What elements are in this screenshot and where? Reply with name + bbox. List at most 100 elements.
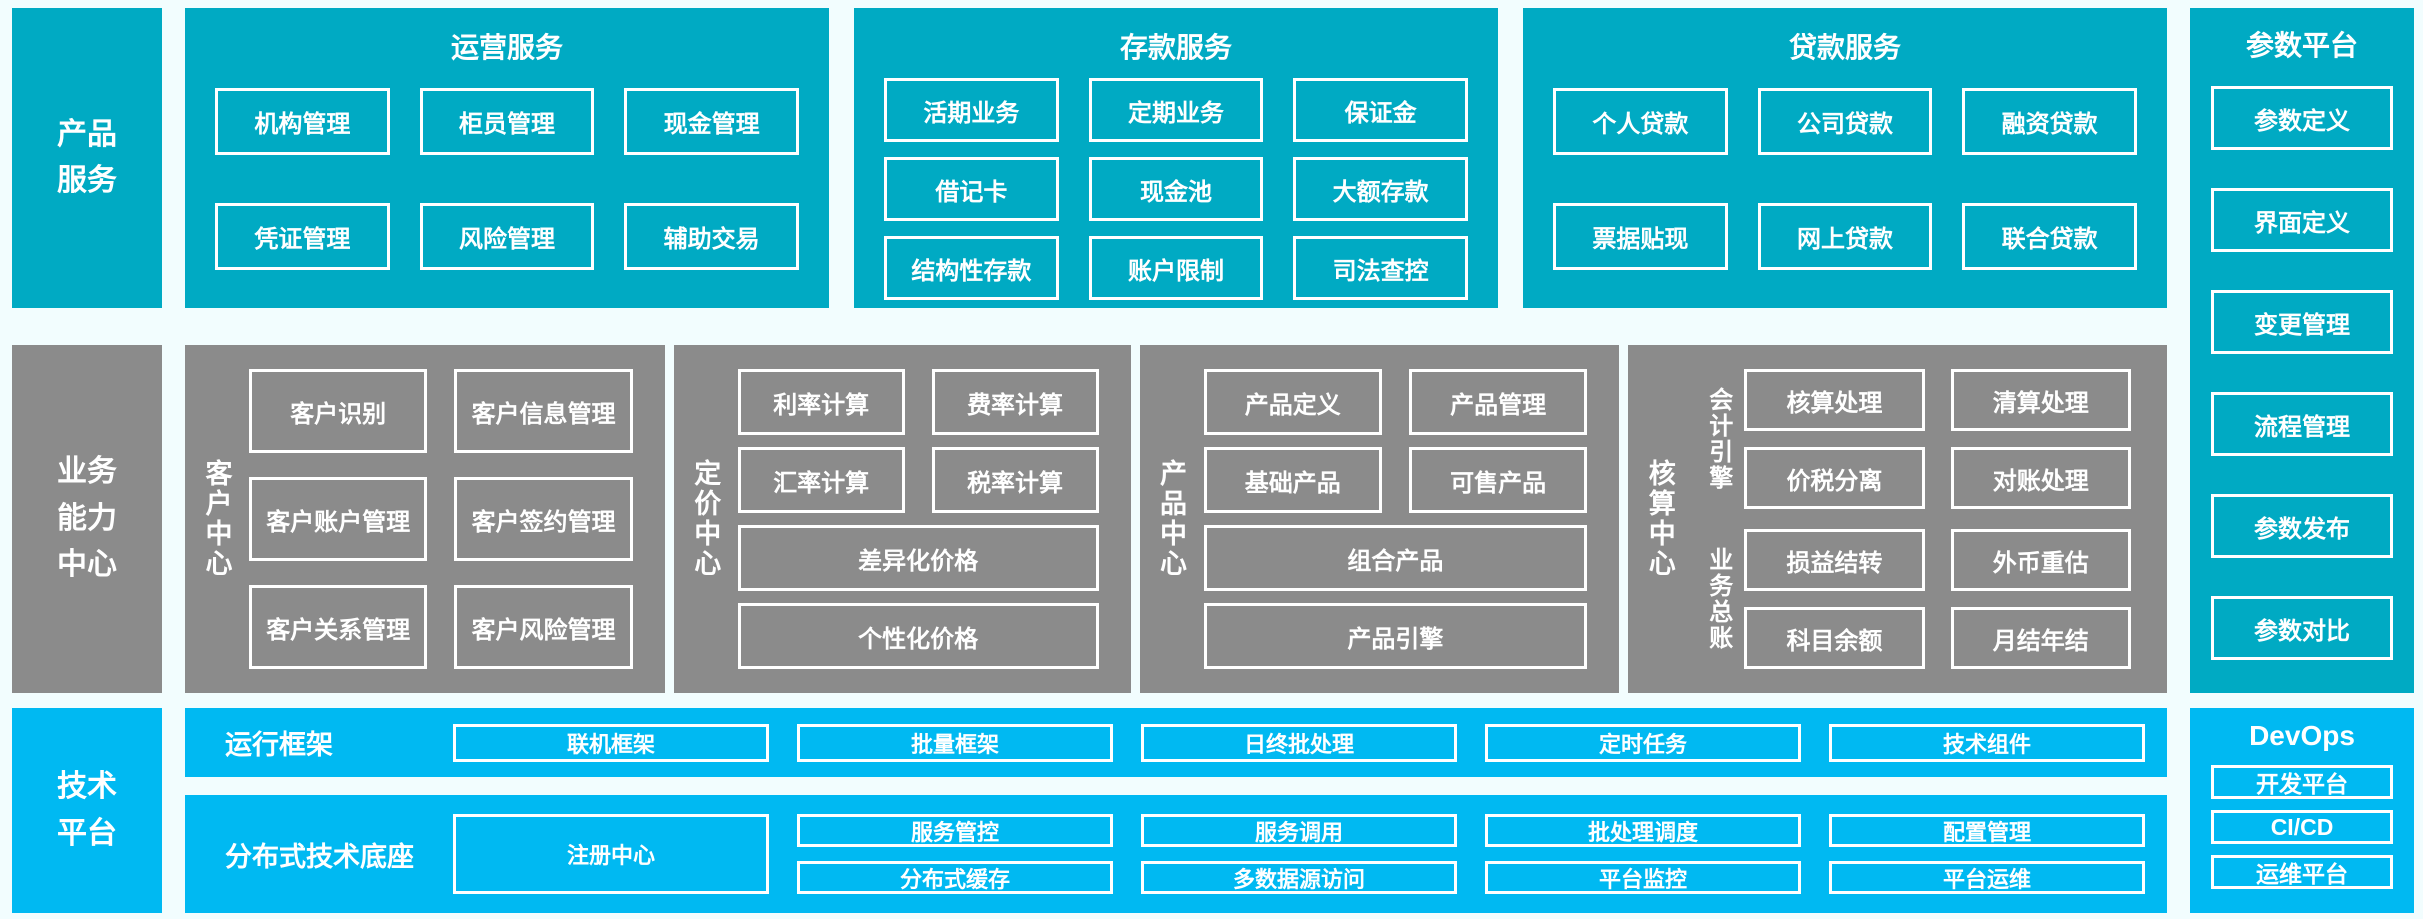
module-box: 参数发布 <box>2211 494 2393 558</box>
module-box: 清算处理 <box>1950 369 2131 431</box>
accounting-center-title: 核算中心 <box>1644 459 1675 579</box>
section-product-center: 产品中心 产品定义 产品管理 基础产品 可售产品 组合产品 产品引擎 <box>1139 345 1620 693</box>
business-capability-row: 客户中心 客户识别 客户信息管理 客户账户管理 客户签约管理 客户关系管理 客户… <box>185 345 2167 693</box>
module-box: 差异化价格 <box>737 525 1099 591</box>
module-box: 账户限制 <box>1088 236 1264 300</box>
section-deposits: 存款服务 活期业务 定期业务 保证金 借记卡 现金池 大额存款 结构性存款 账户… <box>854 8 1498 308</box>
loans-grid: 个人贷款 公司贷款 融资贷款 票据贴现 网上贷款 联合贷款 <box>1523 66 2167 308</box>
module-box: 现金池 <box>1088 157 1264 221</box>
module-box: 可售产品 <box>1408 447 1588 513</box>
accounting-engine-group: 会计引擎 核算处理 清算处理 价税分离 对账处理 <box>1692 369 2131 509</box>
module-box: 融资贷款 <box>1962 88 2137 155</box>
module-box: 借记卡 <box>884 157 1059 221</box>
module-box: 分布式缓存 <box>797 861 1113 894</box>
section-customer-center: 客户中心 客户识别 客户信息管理 客户账户管理 客户签约管理 客户关系管理 客户… <box>185 345 665 693</box>
module-box: 辅助交易 <box>624 203 799 270</box>
devops-title: DevOps <box>2249 720 2355 751</box>
accounting-groups: 会计引擎 核算处理 清算处理 价税分离 对账处理 业务总账 损益结转 外币重估 … <box>1692 369 2167 669</box>
module-box: 基础产品 <box>1203 447 1382 513</box>
module-box: 服务调用 <box>1141 814 1457 847</box>
module-box: 司法查控 <box>1293 236 1468 300</box>
row-label-business-capability-text: 业务能力中心 <box>57 455 117 582</box>
module-box: 活期业务 <box>884 78 1059 142</box>
module-box: 个人贷款 <box>1553 88 1728 155</box>
module-box: 现金管理 <box>624 88 799 155</box>
module-box: 服务管控 <box>797 814 1113 847</box>
runtime-framework-title: 运行框架 <box>225 730 333 760</box>
band-distributed-base: 分布式技术底座 注册中心 服务管控 服务调用 批处理调度 配置管理 分布式缓存 … <box>185 795 2167 913</box>
operations-title: 运营服务 <box>450 32 563 63</box>
module-box: 流程管理 <box>2211 392 2393 456</box>
module-box: 平台运维 <box>1829 861 2145 894</box>
runtime-grid: 联机框架 批量框架 日终批处理 定时任务 技术组件 <box>453 723 2145 762</box>
module-box: 税率计算 <box>931 447 1099 513</box>
section-pricing-center: 定价中心 利率计算 费率计算 汇率计算 税率计算 差异化价格 个性化价格 <box>673 345 1131 693</box>
module-box: 定时任务 <box>1485 723 1801 762</box>
module-box: 定期业务 <box>1088 78 1264 142</box>
module-box: 个性化价格 <box>737 603 1099 669</box>
module-box: CI/CD <box>2211 810 2393 844</box>
module-box: 对账处理 <box>1950 447 2131 509</box>
row-label-product-services: 产品服务 <box>12 8 162 308</box>
module-box: 公司贷款 <box>1757 88 1933 155</box>
module-box: 外币重估 <box>1950 529 2131 591</box>
product-center-title: 产品中心 <box>1156 459 1187 579</box>
module-box: 票据贴现 <box>1553 203 1728 270</box>
row-label-product-services-text: 产品服务 <box>57 117 117 198</box>
module-box: 科目余额 <box>1744 607 1925 669</box>
row-label-tech-platform: 技术平台 <box>12 708 162 913</box>
module-box: 组合产品 <box>1203 525 1588 591</box>
accounting-engine-grid: 核算处理 清算处理 价税分离 对账处理 <box>1744 369 2131 509</box>
module-box: 产品管理 <box>1408 369 1588 435</box>
module-box: 批处理调度 <box>1485 814 1801 847</box>
band-runtime-framework: 运行框架 联机框架 批量框架 日终批处理 定时任务 技术组件 <box>185 708 2167 777</box>
distributed-grid: 注册中心 服务管控 服务调用 批处理调度 配置管理 分布式缓存 多数据源访问 平… <box>453 814 2145 894</box>
module-box: 联机框架 <box>453 723 769 762</box>
module-box: 网上贷款 <box>1757 203 1933 270</box>
module-box: 多数据源访问 <box>1141 861 1457 894</box>
panel-parameter-platform: 参数平台 参数定义 界面定义 变更管理 流程管理 参数发布 参数对比 <box>2190 8 2414 693</box>
module-box: 价税分离 <box>1744 447 1925 509</box>
module-box: 日终批处理 <box>1141 723 1457 762</box>
module-box: 参数定义 <box>2211 86 2393 150</box>
business-ledger-title: 业务总账 <box>1704 547 1732 651</box>
module-box: 技术组件 <box>1829 723 2145 762</box>
module-box: 联合贷款 <box>1962 203 2137 270</box>
pricing-grid: 利率计算 费率计算 汇率计算 税率计算 差异化价格 个性化价格 <box>737 369 1131 669</box>
module-box: 保证金 <box>1293 78 1468 142</box>
section-operations: 运营服务 机构管理 柜员管理 现金管理 凭证管理 风险管理 辅助交易 <box>185 8 829 308</box>
module-box: 配置管理 <box>1829 814 2145 847</box>
module-box: 参数对比 <box>2211 596 2393 660</box>
customer-grid: 客户识别 客户信息管理 客户账户管理 客户签约管理 客户关系管理 客户风险管理 <box>249 369 665 669</box>
module-box: 产品引擎 <box>1203 603 1588 669</box>
module-box: 客户识别 <box>249 369 428 453</box>
section-loans: 贷款服务 个人贷款 公司贷款 融资贷款 票据贴现 网上贷款 联合贷款 <box>1523 8 2167 308</box>
module-box: 结构性存款 <box>884 236 1059 300</box>
module-box: 凭证管理 <box>215 203 390 270</box>
product-grid: 产品定义 产品管理 基础产品 可售产品 组合产品 产品引擎 <box>1203 369 1620 669</box>
customer-center-title: 客户中心 <box>201 459 232 579</box>
module-box: 月结年结 <box>1950 607 2131 669</box>
module-box: 机构管理 <box>215 88 390 155</box>
module-box: 批量框架 <box>797 723 1113 762</box>
distributed-base-title: 分布式技术底座 <box>225 841 414 872</box>
business-ledger-grid: 损益结转 外币重估 科目余额 月结年结 <box>1744 529 2131 669</box>
module-box: 风险管理 <box>419 203 595 270</box>
panel-devops: DevOps 开发平台 CI/CD 运维平台 <box>2190 708 2414 913</box>
module-box: 汇率计算 <box>737 447 905 513</box>
module-box: 客户信息管理 <box>454 369 633 453</box>
module-box: 费率计算 <box>931 369 1099 435</box>
row-label-business-capability: 业务能力中心 <box>12 345 162 693</box>
module-box: 客户签约管理 <box>454 477 633 561</box>
loans-title: 贷款服务 <box>1788 32 1901 63</box>
deposits-grid: 活期业务 定期业务 保证金 借记卡 现金池 大额存款 结构性存款 账户限制 司法… <box>854 66 1498 308</box>
module-box: 客户账户管理 <box>249 477 428 561</box>
module-box: 柜员管理 <box>419 88 595 155</box>
module-box: 变更管理 <box>2211 290 2393 354</box>
module-box: 利率计算 <box>737 369 905 435</box>
tech-platform-row: 运行框架 联机框架 批量框架 日终批处理 定时任务 技术组件 分布式技术底座 注… <box>185 708 2167 913</box>
row-label-tech-platform-text: 技术平台 <box>57 770 117 850</box>
deposits-title: 存款服务 <box>1119 32 1232 63</box>
pricing-center-title: 定价中心 <box>690 459 721 579</box>
